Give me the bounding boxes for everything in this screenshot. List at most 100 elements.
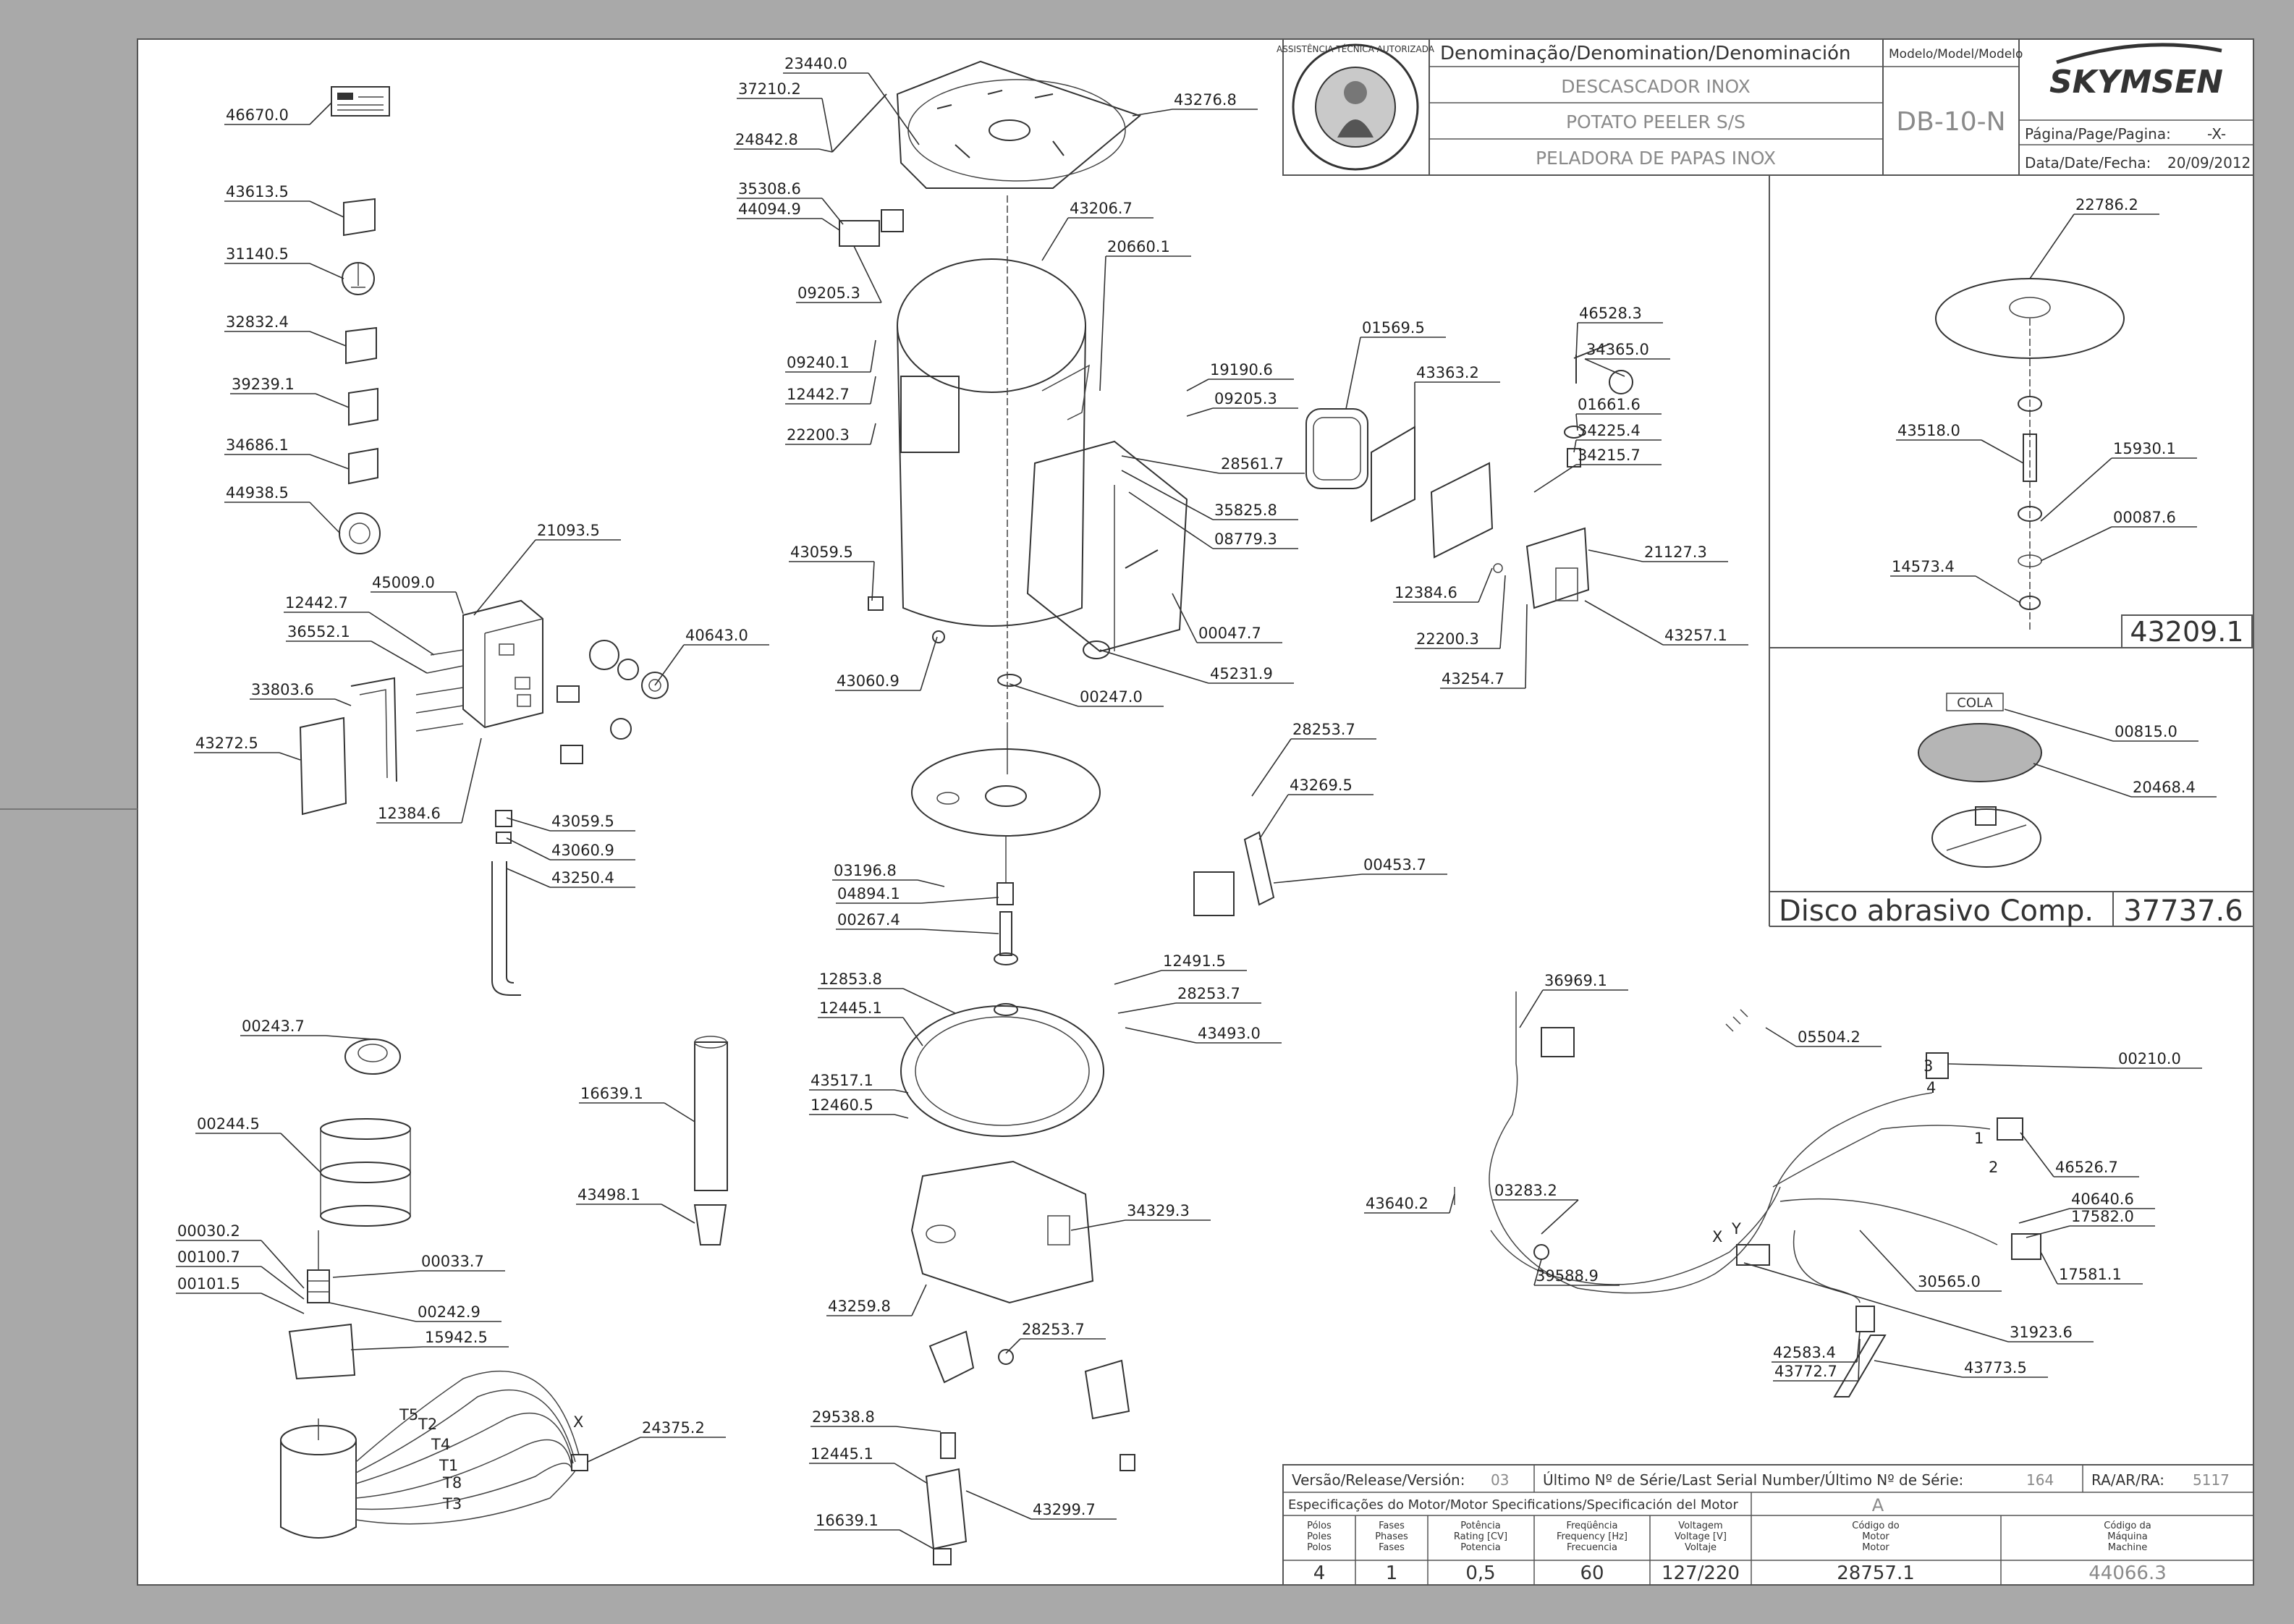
callout-leader: [309, 263, 344, 279]
part-number-label: 12384.6: [378, 805, 441, 822]
callout-leader: [853, 245, 882, 303]
callout-leaders: [176, 72, 2217, 1549]
part-number-label: 36552.1: [287, 623, 350, 640]
part-number-label: 40643.0: [685, 627, 748, 644]
spec-column-value: 60: [1580, 1562, 1604, 1584]
part-number-label: 00453.7: [1363, 856, 1426, 874]
callout-leader: [920, 897, 999, 904]
part-number-label: 12445.1: [819, 999, 882, 1017]
callout-leader: [870, 376, 876, 405]
ra-label: RA/AR/RA:: [2091, 1471, 2164, 1489]
footer-table: [1282, 1464, 2254, 1586]
part-number-label: 12442.7: [787, 386, 850, 403]
spec-column-header: Polos: [1307, 1542, 1332, 1553]
part-number-label: 43206.7: [1070, 200, 1133, 217]
callout-leader: [654, 644, 685, 686]
part-number-label: 34329.3: [1127, 1202, 1190, 1219]
part-number-label: 43498.1: [577, 1186, 640, 1204]
part-number-label: 12460.5: [810, 1096, 873, 1114]
part-number-label: 35825.8: [1214, 502, 1277, 519]
part-number-label: 00033.7: [421, 1253, 484, 1270]
part-number-label: 00030.2: [177, 1222, 240, 1240]
spec-column-header: Frecuencia: [1567, 1542, 1617, 1553]
callout-leader: [261, 1240, 305, 1289]
authorized-service-stamp: [1292, 43, 1419, 171]
cola-tag: COLA: [1957, 695, 1993, 711]
callout-leader: [309, 200, 344, 218]
callout-leader: [1874, 1360, 1963, 1378]
spec-column-header: Pólos: [1307, 1521, 1332, 1531]
title-block: ASSISTÊNCIA TÉCNICA AUTORIZADA Denominaç…: [1277, 38, 2254, 176]
right-centre-parts: [1305, 278, 2125, 1397]
callout-leader: [309, 454, 350, 470]
abrasive-disc-code: 37737.6: [2123, 895, 2243, 928]
callout-leader: [868, 72, 920, 145]
callout-leader: [1743, 1262, 2009, 1342]
part-number-label: 34365.0: [1586, 341, 1649, 358]
part-number-label: 43060.9: [837, 672, 900, 690]
part-number-label: 42583.4: [1773, 1344, 1836, 1361]
page-value: -X-: [2207, 125, 2226, 143]
callout-leader: [1575, 322, 1578, 359]
part-number-label: 00242.9: [418, 1303, 481, 1321]
switch-marker-1: 1: [1974, 1130, 1984, 1147]
spec-column-header: Frequency [Hz]: [1557, 1531, 1628, 1542]
model-value: DB-10-N: [1896, 107, 2005, 137]
part-number-label: 22200.3: [1416, 630, 1479, 648]
callout-leader: [894, 1114, 909, 1119]
part-number-label: 43773.5: [1964, 1359, 2027, 1376]
callout-leader: [661, 1204, 695, 1224]
stamp-text: ASSISTÊNCIA TÉCNICA AUTORIZADA: [1277, 43, 1435, 54]
callout-leader: [1856, 1331, 1861, 1363]
part-number-labels: 46670.043613.531140.532832.439239.134686…: [177, 55, 2196, 1529]
callout-leader: [1273, 874, 1363, 884]
motor-terminal-t1: T1: [439, 1457, 458, 1474]
callout-leader: [895, 1426, 941, 1432]
callout-leader: [664, 1102, 695, 1122]
callout-leader: [1859, 1230, 1917, 1292]
part-number-label: 34225.4: [1578, 422, 1641, 439]
callout-leader: [334, 698, 352, 706]
callout-leader: [506, 837, 551, 860]
wire-marker-y: Y: [1731, 1220, 1741, 1238]
motor-spec-label: Especificações do Motor/Motor Specificat…: [1288, 1497, 1738, 1513]
callout-leader: [280, 1133, 321, 1173]
part-number-label: 40640.6: [2071, 1190, 2134, 1208]
spec-column-header: Freqüência: [1566, 1521, 1617, 1531]
part-number-label: 14573.4: [1892, 558, 1955, 575]
part-number-label: 21127.3: [1644, 544, 1707, 561]
callout-leader: [894, 1089, 909, 1094]
part-number-label: 43772.7: [1774, 1363, 1837, 1380]
part-number-label: 43493.0: [1198, 1025, 1261, 1042]
callout-leader: [1041, 217, 1069, 261]
callout-leader: [1099, 255, 1106, 392]
denomination-header: Denominação/Denomination/Denominación: [1440, 43, 1850, 64]
part-number-label: 28561.7: [1221, 455, 1284, 473]
motor-terminal-t3: T3: [442, 1495, 462, 1513]
callout-leader: [2020, 1132, 2054, 1177]
wire-marker-x: X: [1712, 1228, 1722, 1246]
callout-leader: [1009, 683, 1079, 707]
part-number-label: 37210.2: [738, 80, 801, 98]
motor-spec-columns: PólosPolesPolos4FasesPhasesFases1Potênci…: [1307, 1521, 2167, 1584]
brand-logo: SKYMSEN: [2049, 64, 2223, 101]
part-number-label: 34215.7: [1578, 447, 1641, 464]
callout-leader: [1975, 575, 2021, 604]
date-value: 20/09/2012: [2167, 154, 2251, 172]
assembly-code-43209: 43209.1: [2130, 616, 2243, 648]
callout-leader: [870, 339, 876, 373]
callout-leader: [1765, 1027, 1797, 1047]
callout-leader: [1128, 491, 1214, 549]
abrasive-disc-label: Disco abrasivo Comp.: [1779, 895, 2094, 928]
part-number-label: 04894.1: [837, 885, 900, 902]
motor-terminal-t5: T5: [399, 1406, 418, 1424]
spec-column-header: Poles: [1307, 1531, 1332, 1542]
callout-leader: [1251, 738, 1292, 797]
part-number-label: 43269.5: [1290, 777, 1353, 794]
part-number-label: 20468.4: [2133, 779, 2196, 796]
callout-leader: [309, 502, 341, 534]
part-number-label: 09240.1: [787, 354, 850, 371]
callout-leader: [920, 929, 999, 934]
release-value: 03: [1491, 1471, 1509, 1489]
callout-leader: [371, 640, 428, 674]
